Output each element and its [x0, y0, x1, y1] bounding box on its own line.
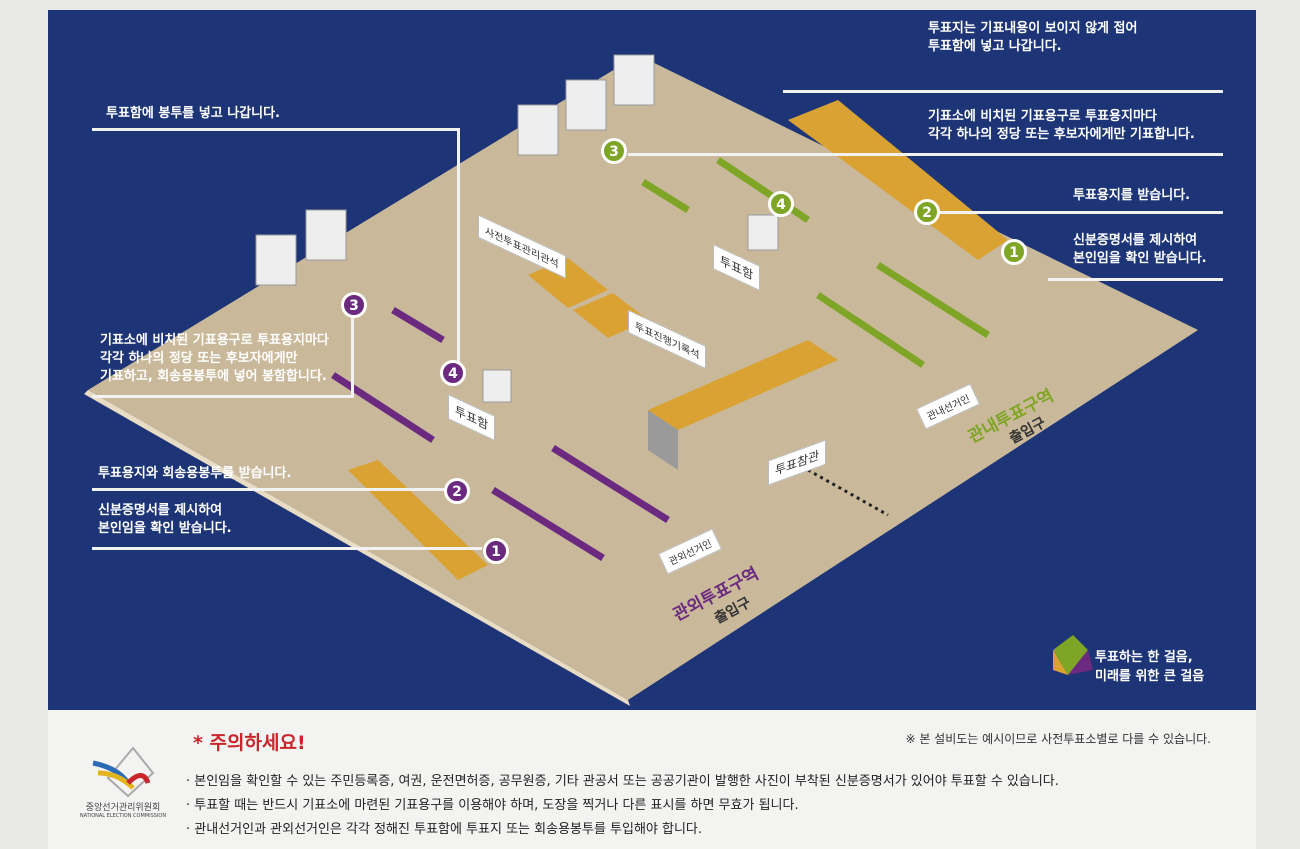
left-step3-text: 기표소에 비치된 기표용구로 투표용지마다 각각 하나의 정당 또는 후보자에게…	[100, 333, 329, 384]
ballot-box-right	[747, 214, 779, 251]
step-badge-green-4: 4	[768, 191, 794, 217]
org-name-ko: 중앙선거관리위원회	[85, 803, 161, 813]
notice-item: · 본인임을 확인할 수 있는 주민등록증, 여권, 운전면허증, 공무원증, …	[186, 774, 1059, 789]
step-badge-purple-1: 1	[483, 538, 509, 564]
leader-line	[92, 488, 447, 491]
leader-line	[938, 211, 1223, 214]
right-step3-text: 기표소에 비치된 기표용구로 투표용지마다 각각 하나의 정당 또는 후보자에게…	[928, 109, 1195, 142]
right-step2-text: 투표용지를 받습니다.	[1073, 188, 1191, 203]
green-arrows	[641, 157, 990, 368]
right-desk	[788, 100, 1008, 260]
right-step1-text: 신분증명서를 제시하여 본인임을 확인 받습니다.	[1073, 233, 1207, 266]
ballot-box-left	[482, 369, 512, 403]
divider-dotted	[807, 468, 889, 517]
notice-item: · 관내선거인과 관외선거인은 각각 정해진 투표함에 투표지 또는 회송용봉투…	[186, 822, 703, 837]
voting-booths-left	[255, 209, 347, 286]
leader-line	[783, 90, 1223, 93]
leader-line	[92, 547, 482, 550]
observer-table	[648, 340, 838, 430]
step-badge-green-2: 2	[914, 199, 940, 225]
step-badge-purple-2: 2	[444, 478, 470, 504]
step-badge-green-3: 3	[601, 138, 627, 164]
step-badge-purple-4: 4	[440, 360, 466, 386]
poster: 투표지는 기표내용이 보이지 않게 접어 투표함에 넣고 나갑니다. 기표소에 …	[48, 10, 1256, 710]
left-step1-text: 신분증명서를 제시하여 본인임을 확인 받습니다.	[98, 503, 232, 536]
org-name-en: NATIONAL ELECTION COMMISSION	[79, 813, 167, 819]
notice-item: · 투표할 때는 반드시 기표소에 마련된 기표용구를 이용해야 하며, 도장을…	[186, 798, 799, 813]
leader-line	[628, 153, 1223, 156]
leader-line	[351, 315, 354, 398]
step-badge-green-1: 1	[1001, 239, 1027, 265]
leader-line	[92, 395, 354, 398]
nec-logo-icon	[92, 746, 155, 798]
slogan-logo-icon	[1053, 635, 1093, 675]
left-step2-text: 투표용지와 회송용봉투를 받습니다.	[98, 466, 292, 481]
right-step4-text: 투표지는 기표내용이 보이지 않게 접어 투표함에 넣고 나갑니다.	[928, 21, 1138, 54]
voting-booths-right	[517, 54, 655, 156]
disclaimer: ※ 본 설비도는 예시이므로 사전투표소별로 다를 수 있습니다.	[905, 732, 1211, 746]
step-badge-purple-3: 3	[341, 292, 367, 318]
purple-arrows	[331, 306, 670, 561]
leader-line	[1048, 278, 1223, 281]
notice-title: * 주의하세요!	[193, 732, 306, 754]
observer-table-side	[648, 410, 678, 470]
notice-panel: 중앙선거관리위원회 NATIONAL ELECTION COMMISSION *…	[48, 710, 1256, 849]
org-name: 중앙선거관리위원회 NATIONAL ELECTION COMMISSION	[78, 800, 168, 819]
leader-line	[457, 128, 460, 363]
slogan: 투표하는 한 걸음, 미래를 위한 큰 걸음	[1095, 650, 1205, 684]
left-step4-text: 투표함에 봉투를 넣고 나갑니다.	[106, 106, 280, 121]
leader-line	[92, 128, 460, 131]
